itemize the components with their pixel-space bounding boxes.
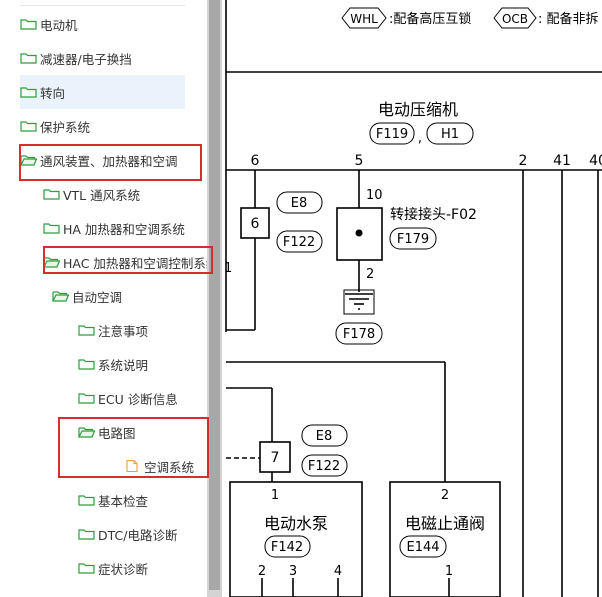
folder-icon [20, 120, 40, 132]
folder-icon [20, 86, 40, 98]
folder-open-icon [52, 290, 72, 302]
folder-icon [78, 562, 98, 574]
junction-pin-bottom: 2 [366, 267, 374, 282]
tree-item-label: 基本检查 [98, 493, 149, 509]
junction-title: 转接接头-F02 [390, 206, 477, 223]
highlight-box-hvac [19, 144, 202, 181]
ground-connector: F178 [343, 327, 375, 342]
tree-item-label: ECU 诊断信息 [98, 391, 178, 407]
folder-icon [78, 324, 98, 336]
legend-whl-text: :配备高压互锁 [389, 11, 471, 27]
scrollbar-thumb[interactable] [209, 0, 220, 590]
tree-item[interactable]: 空调系统 [124, 449, 194, 483]
folder-icon [78, 494, 98, 506]
pump-pin-2: 2 [258, 564, 266, 579]
folder-icon [20, 18, 40, 30]
pump-pin-3: 3 [289, 564, 297, 579]
pump-title: 电动水泵 [264, 514, 328, 533]
folder-icon [43, 222, 63, 234]
tree-item[interactable]: 症状诊断 [78, 551, 148, 585]
legend-ocb-code: OCB [502, 12, 528, 26]
folder-icon [78, 392, 98, 404]
box2-tag-top: E8 [316, 429, 333, 444]
tree-item-label: 空调系统 [144, 459, 195, 475]
box1-tag-bottom: F122 [283, 235, 315, 250]
tree-item-label: 注意事项 [98, 323, 149, 339]
tree-item[interactable]: ECU 诊断信息 [78, 381, 178, 415]
tree-item[interactable]: 转向 [20, 75, 185, 109]
tree-item-label: 自动空调 [72, 289, 123, 305]
tree-item-label: 通风装置、加热器和空调 [40, 153, 178, 169]
tree-item[interactable]: 基本检查 [78, 483, 148, 517]
tree-item[interactable]: 自动空调 [52, 279, 122, 313]
tree-item-label: 电动机 [40, 17, 78, 33]
pin-5-label: 5 [355, 153, 364, 169]
valve-title: 电磁止通阀 [405, 514, 485, 533]
pump-pin-top: 1 [271, 488, 279, 503]
compressor-connector-separator: , [418, 131, 422, 146]
tree-item-label: 系统说明 [98, 357, 149, 373]
legend-ocb-text: : 配备非拆 [538, 11, 599, 27]
highlight-box-hac [43, 246, 213, 274]
tree-item[interactable]: 减速器/电子换挡 [20, 41, 132, 75]
highlight-box-circuit [58, 417, 209, 478]
box2-tag-bottom: F122 [308, 459, 340, 474]
left-edge-label: 1 [224, 261, 232, 276]
pin-6-label: 6 [251, 153, 260, 169]
box1-number: 6 [251, 216, 260, 232]
tree-divider [20, 5, 185, 6]
compressor-connector-2: H1 [441, 127, 459, 142]
tree-item[interactable]: HAC 加热器和空调控制系统 [43, 245, 207, 279]
tree-item-label: 减速器/电子换挡 [40, 51, 132, 67]
valve-connector: E144 [406, 540, 439, 555]
tree-item[interactable]: 电路图 [78, 415, 136, 449]
box1-tag-top: E8 [291, 196, 308, 211]
folder-icon [20, 52, 40, 64]
wiring-diagram: WHL :配备高压互锁 OCB : 配备非拆 电动压缩机 F119 , H1 6… [224, 0, 602, 597]
folder-icon [78, 528, 98, 540]
folder-icon [43, 188, 63, 200]
tree-item[interactable]: 注意事项 [78, 313, 148, 347]
vertical-scrollbar[interactable] [207, 0, 222, 597]
tree-item[interactable]: VTL 通风系统 [43, 177, 140, 211]
legend-whl-code: WHL [350, 12, 378, 26]
tree-item[interactable]: 保护系统 [20, 109, 90, 143]
tree-item-label: 症状诊断 [98, 561, 149, 577]
document-icon [124, 460, 144, 472]
navigation-tree: 电动机减速器/电子换挡转向保护系统通风装置、加热器和空调 VTL 通风系统 HA 加… [0, 0, 207, 597]
folder-icon [78, 358, 98, 370]
tree-item-label: 电路图 [98, 425, 136, 441]
folder-open-icon [20, 154, 40, 166]
valve-pin-bottom: 1 [445, 564, 453, 579]
tree-item[interactable]: HA 加热器和空调系统 [43, 211, 185, 245]
junction-pin-top: 10 [366, 188, 383, 203]
pump-connector: F142 [271, 540, 303, 555]
pin-41-label: 41 [553, 153, 571, 169]
tree-item[interactable]: 电动机 [20, 7, 78, 41]
tree-item[interactable]: 系统说明 [78, 347, 148, 381]
tree-item[interactable]: 通风装置、加热器和空调 [20, 143, 178, 177]
pin-40-label: 40 [589, 153, 602, 169]
folder-open-icon [78, 426, 98, 438]
compressor-title: 电动压缩机 [378, 100, 458, 119]
box2-number: 7 [271, 450, 280, 466]
tree-item[interactable]: DTC/电路诊断 [78, 517, 177, 551]
tree-item-label: HAC 加热器和空调控制系统 [63, 255, 207, 271]
pump-pin-4: 4 [334, 564, 342, 579]
tree-item-label: HA 加热器和空调系统 [63, 221, 185, 237]
tree-item-label: DTC/电路诊断 [98, 527, 178, 543]
tree-item-label: VTL 通风系统 [63, 187, 141, 203]
tree-item-label: 保护系统 [40, 119, 91, 135]
pin-2-label: 2 [519, 153, 528, 169]
compressor-connector-1: F119 [376, 127, 408, 142]
valve-pin-top: 2 [441, 488, 449, 503]
junction-connector: F179 [397, 232, 429, 247]
tree-item-label: 转向 [40, 85, 66, 101]
